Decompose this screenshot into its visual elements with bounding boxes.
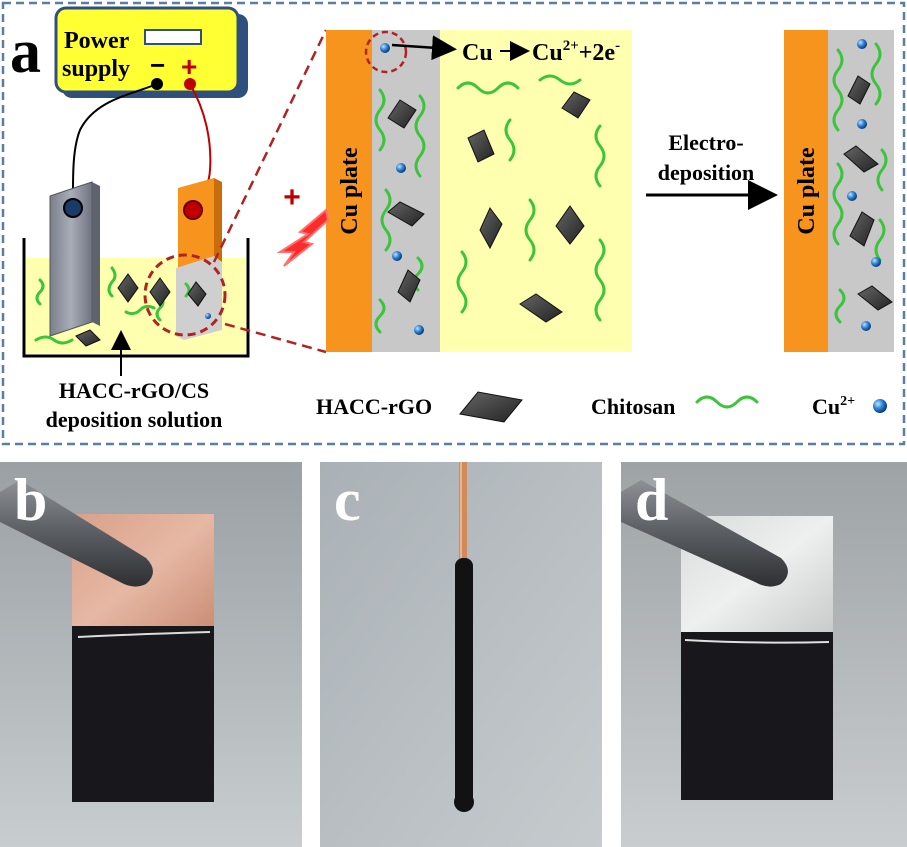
reaction-highlight-circle	[364, 30, 408, 74]
clamp-rod	[621, 480, 788, 587]
photo-d-image	[621, 462, 907, 847]
legend-cu-ion-icon	[873, 399, 887, 413]
power-supply-title-1: Power	[64, 28, 130, 54]
legend-chitosan-chain-icon	[695, 395, 759, 409]
result-plate: Cu plate	[784, 30, 894, 352]
film-chitosan-chains	[374, 88, 426, 334]
clamp-rod	[0, 480, 153, 587]
coated-region	[681, 632, 833, 800]
photo-c-label: c	[334, 467, 361, 533]
photo-c-image	[320, 462, 602, 847]
anode-plus-sign: +	[283, 181, 301, 214]
coated-region	[72, 626, 214, 802]
legend-chitosan-label: Chitosan	[591, 394, 675, 419]
negative-wire	[71, 83, 158, 208]
photo-b: b	[0, 462, 302, 847]
power-supply-title-2: supply	[62, 56, 130, 82]
solution-rgo-flakes	[467, 91, 591, 323]
zoom-cu-plate	[326, 30, 372, 352]
solution-chitosan-chains	[456, 74, 606, 322]
legend-rgo-flake-icon	[459, 391, 523, 423]
copper-wire	[459, 462, 467, 562]
photo-d: d	[621, 462, 907, 847]
solution-label-line1: HACC-rGO/CS	[59, 378, 209, 403]
solution-label-line2: deposition solution	[46, 407, 223, 432]
panel-a-label: a	[10, 18, 41, 86]
reaction-arrow	[391, 35, 457, 61]
result-cu-plate	[784, 30, 828, 352]
power-supply: Power supply − +	[54, 6, 248, 98]
result-cu-plate-label: Cu plate	[794, 147, 820, 235]
cu-plate-label: Cu plate	[337, 147, 363, 235]
legend-cu2-label: Cu2+	[812, 394, 855, 419]
photo-b-image	[0, 462, 302, 847]
lightning-icon	[276, 208, 330, 267]
zoom-line-top	[212, 29, 328, 263]
beaker-rgo-flakes	[75, 273, 207, 347]
legend-hacc-rgo-label: HACC-rGO	[316, 394, 432, 419]
beaker-cu-ions	[205, 313, 211, 319]
power-supply-display	[144, 29, 202, 45]
legend: HACC-rGO Chitosan Cu2+	[316, 391, 887, 423]
film-cu-ions	[380, 43, 424, 335]
anode-electrode	[176, 178, 222, 340]
zoom-line-bottom	[224, 322, 327, 354]
result-rgo-flakes	[843, 75, 893, 311]
schematic-panel-a: a Power supply − +	[1, 1, 906, 446]
photo-d-label: d	[635, 467, 669, 533]
photo-b-label: b	[14, 467, 48, 533]
electrodeposition-label-1: Electro-	[668, 130, 743, 155]
result-chitosan-chains	[832, 42, 888, 324]
cathode-electrode	[49, 181, 100, 337]
photo-c: c	[320, 462, 602, 847]
reaction-lhs: Cu	[462, 40, 493, 66]
coated-wire	[455, 558, 473, 808]
positive-terminal-sign: +	[181, 51, 197, 82]
electrodeposition-label-2: deposition	[658, 160, 755, 185]
panel-frame	[1, 1, 906, 446]
reaction-rhs: Cu2++2e-	[532, 38, 620, 66]
beaker-chitosan-chains	[34, 266, 191, 345]
negative-terminal-sign: −	[150, 50, 165, 80]
zoom-region: Cu plate	[326, 30, 632, 352]
film-rgo-flakes	[387, 99, 425, 303]
schematic-svg: a Power supply − +	[1, 1, 906, 446]
magnify-circle	[143, 253, 227, 337]
result-cu-ions	[847, 39, 881, 331]
